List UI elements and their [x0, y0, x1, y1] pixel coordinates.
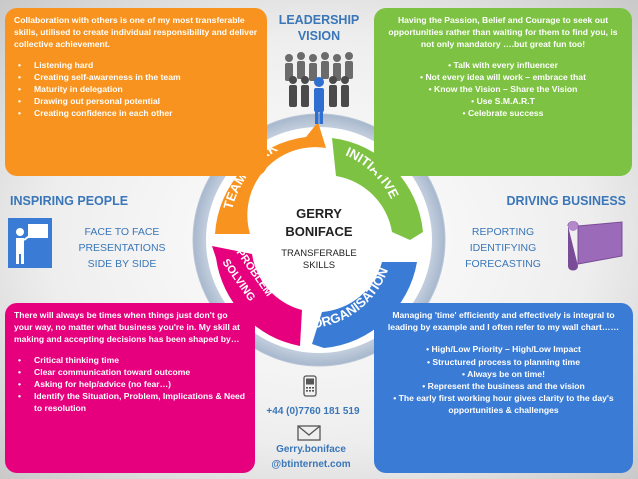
driving-line2: IDENTIFYING [469, 241, 537, 254]
presentation-icon [8, 218, 52, 268]
list-item: Drawing out personal potential [14, 95, 258, 107]
email-line2: @btinternet.com [271, 458, 351, 470]
people-crowd-icon [285, 52, 353, 124]
list-item: Celebrate success [383, 107, 623, 119]
list-item: Asking for help/advice (no fear…) [14, 378, 246, 390]
list-item: Critical thinking time [14, 354, 246, 366]
inspiring-line1: FACE TO FACE [84, 226, 160, 238]
organisation-intro: Managing 'time' efficiently and effectiv… [387, 310, 620, 333]
list-item: The early first working hour gives clari… [383, 392, 624, 416]
organisation-segment [312, 262, 417, 348]
center-circle [257, 178, 381, 302]
center-sub-line2: SKILLS [303, 260, 335, 271]
driving-business-title: DRIVING BUSINESS [506, 194, 626, 208]
email-line1: Gerry.boniface [276, 444, 346, 455]
initiative-intro: Having the Passion, Belief and Courage t… [388, 15, 618, 50]
driving-line3: FORECASTING [465, 257, 541, 270]
list-item: Creating confidence in each other [14, 107, 258, 119]
list-item: Know the Vision – Share the Vision [383, 83, 623, 95]
initiative-box: Having the Passion, Belief and Courage t… [374, 8, 632, 176]
list-item: Represent the business and the vision [383, 380, 624, 392]
organisation-box: Managing 'time' efficiently and effectiv… [374, 303, 633, 473]
list-item: Listening hard [14, 59, 258, 71]
initiative-list: Talk with every influencer Not every ide… [383, 59, 623, 120]
list-item: Always be on time! [383, 368, 624, 380]
scroll-chart-icon [567, 221, 623, 271]
center-name-line2: BONIFACE [285, 224, 353, 239]
email-address[interactable]: Gerry.boniface @btinternet.com [256, 443, 366, 472]
list-item: Identify the Situation, Problem, Implica… [14, 390, 246, 414]
inspiring-line2: PRESENTATIONS [78, 241, 166, 254]
phone-icon [303, 375, 317, 397]
initiative-segment [332, 138, 423, 240]
phone-number[interactable]: +44 (0)7760 181 519 [266, 406, 360, 417]
envelope-icon [297, 425, 321, 441]
center-sub-line1: TRANSFERABLE [281, 248, 357, 259]
driving-business-text: REPORTING IDENTIFYING FORECASTING [448, 225, 558, 272]
leadership-line1: LEADERSHIP [278, 13, 360, 27]
driving-line1: REPORTING [471, 226, 535, 238]
problem-list: Critical thinking time Clear communicati… [14, 354, 246, 415]
list-item: Use S.M.A.R.T [383, 95, 623, 107]
problem-intro: There will always be times when things j… [14, 310, 240, 345]
center-name-line1: GERRY [296, 206, 342, 221]
leadership-line2: VISION [297, 29, 341, 44]
list-item: Maturity in delegation [14, 83, 258, 95]
list-item: Structured process to planning time [383, 356, 624, 368]
organisation-list: High/Low Priority – High/Low Impact Stru… [383, 343, 624, 416]
inspiring-line3: SIDE BY SIDE [87, 257, 157, 270]
inspiring-people-text: FACE TO FACE PRESENTATIONS SIDE BY SIDE [62, 225, 182, 272]
teamwork-box: Collaboration with others is one of my m… [5, 8, 267, 176]
inspiring-people-title: INSPIRING PEOPLE [10, 194, 129, 208]
list-item: Creating self-awareness in the team [14, 71, 258, 83]
problem-solving-segment [212, 246, 302, 346]
list-item: Talk with every influencer [383, 59, 623, 71]
problem-solving-box: There will always be times when things j… [5, 303, 255, 473]
list-item: High/Low Priority – High/Low Impact [383, 343, 624, 355]
teamwork-intro: Collaboration with others is one of my m… [14, 15, 258, 50]
teamwork-list: Listening hard Creating self-awareness i… [14, 59, 258, 120]
list-item: Not every idea will work – embrace that [383, 71, 623, 83]
teamwork-segment [215, 122, 326, 234]
leadership-vision-title: LEADERSHIP VISION [266, 12, 372, 45]
list-item: Clear communication toward outcome [14, 366, 246, 378]
